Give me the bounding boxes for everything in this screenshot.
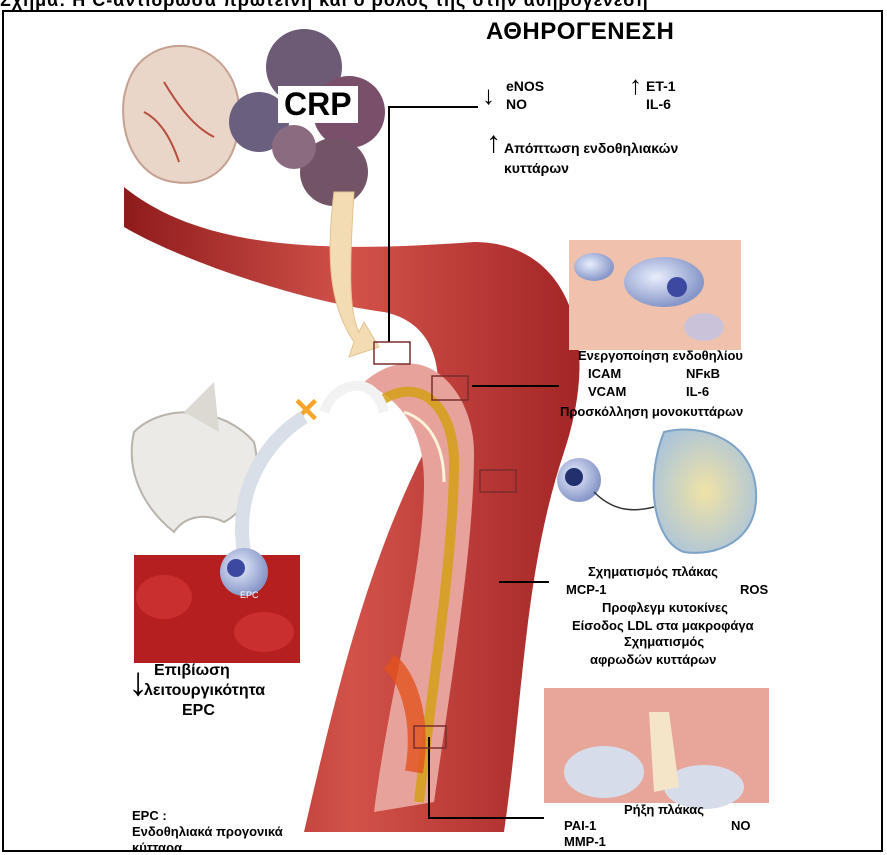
il6-label-top: IL-6: [646, 96, 671, 112]
no-label: NO: [506, 96, 527, 112]
epc-definition-line1: EPC :: [132, 808, 167, 823]
foam-formation-line2: αφρωδών κυττάρων: [590, 652, 716, 667]
apoptosis-line1: Απόπτωση ενδοθηλιακών: [504, 140, 678, 156]
foam-cell-image: [557, 430, 756, 553]
epc-definition-line2: Ενδοθηλιακά προγονικά: [132, 824, 283, 839]
enos-label: eNOS: [506, 78, 544, 94]
plaque-title: Σχηματισμός πλάκας: [588, 564, 718, 579]
heart-image: [123, 46, 239, 183]
epc-migration-path: [242, 417, 304, 552]
epc-survival-line3: EPC: [182, 702, 215, 720]
epc-survival-line2: λειτουργικότητα: [144, 682, 265, 700]
figure-frame: ✕: [2, 10, 883, 852]
up-arrow-icon: ↑: [629, 72, 642, 98]
no-label-rupture: NO: [731, 818, 751, 833]
vcam-label: VCAM: [588, 384, 626, 399]
epc-survival-line1: Επιβίωση: [154, 662, 230, 680]
epc-definition-line3: κύτταρα: [132, 840, 182, 852]
ldl-entry-label: Είσοδος LDL στα μακροφάγα: [572, 618, 754, 633]
foam-formation-line1: Σχηματισμός: [624, 634, 704, 649]
crp-label: CRP: [278, 86, 358, 123]
atherogenesis-illustration: ✕: [4, 12, 883, 852]
ros-label: ROS: [740, 582, 768, 597]
apoptosis-line2: κυττάρων: [504, 160, 569, 176]
epc-cell-label: EPC: [240, 590, 259, 600]
pai1-label: PAI-1: [564, 818, 596, 833]
down-arrow-icon: ↓: [482, 82, 495, 108]
nfkb-label: NFκB: [686, 366, 720, 381]
rupture-title: Ρήξη πλάκας: [624, 802, 704, 817]
curved-arrow: [324, 386, 384, 412]
up-arrow-icon: ↑: [486, 130, 501, 156]
mmp1-label: MMP-1: [564, 834, 606, 849]
page-title: ΑΘΗΡΟΓΕΝΕΣΗ: [486, 18, 674, 46]
mcp1-label: MCP-1: [566, 582, 606, 597]
icam-label: ICAM: [588, 366, 621, 381]
et1-label: ET-1: [646, 78, 676, 94]
monocyte-adhesion-label: Προσκόλληση μονοκυττάρων: [560, 404, 743, 419]
endothelial-activation-image: [569, 240, 741, 350]
plaque-rupture-image: [544, 688, 769, 809]
epc-cell-image: [134, 548, 300, 663]
cytokines-label: Προφλεγμ κυτοκίνες: [602, 600, 728, 615]
il6-label-activation: IL-6: [686, 384, 709, 399]
activation-title: Ενεργοποίηση ενδοθηλίου: [578, 348, 743, 363]
